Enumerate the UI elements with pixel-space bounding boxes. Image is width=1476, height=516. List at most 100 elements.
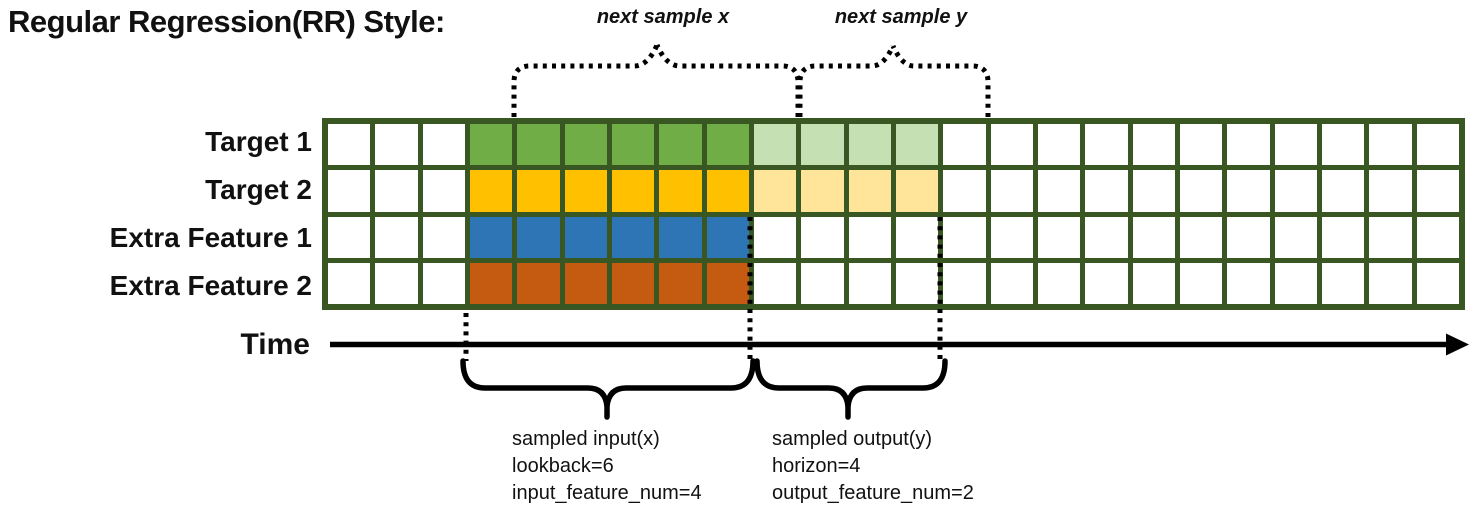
- grid-cell: [375, 124, 418, 166]
- grid-cell: [1037, 216, 1081, 258]
- time-axis-label: Time: [240, 328, 310, 361]
- grid-cell: [753, 170, 797, 212]
- next-sample-y-label: next sample y: [834, 6, 968, 28]
- grid-cell: [1179, 216, 1223, 258]
- grid-cell: [1369, 170, 1412, 212]
- input-annotation: sampled input(x) lookback=6 input_featur…: [512, 426, 702, 507]
- grid-cell: [422, 216, 465, 258]
- grid-cell: [328, 216, 371, 258]
- grid-cell: [659, 124, 702, 166]
- grid-cell: [1179, 170, 1223, 212]
- next-x-brace: [654, 43, 801, 117]
- input-annotation-line: lookback=6: [512, 455, 614, 477]
- grid-cell: [469, 124, 513, 166]
- grid-cell: [375, 262, 418, 304]
- grid-cell: [1321, 262, 1365, 304]
- grid-cell: [1274, 124, 1317, 166]
- grid-cell: [1227, 124, 1270, 166]
- grid-cell: [517, 170, 560, 212]
- grid-cell: [801, 216, 844, 258]
- grid-cell: [848, 170, 891, 212]
- grid-cell: [753, 216, 797, 258]
- grid-cell: [1321, 124, 1365, 166]
- input-annotation-line: sampled input(x): [512, 428, 660, 450]
- grid-cell: [422, 262, 465, 304]
- grid-cell: [706, 124, 749, 166]
- grid-cell: [753, 262, 797, 304]
- output-brace: [845, 358, 948, 409]
- grid-cell: [1416, 124, 1459, 166]
- grid-cell: [801, 124, 844, 166]
- grid-cell: [469, 170, 513, 212]
- grid-cell: [943, 216, 986, 258]
- grid-cell: [1416, 216, 1459, 258]
- grid-cell: [1274, 216, 1317, 258]
- grid-cell: [706, 170, 749, 212]
- input-brace: [604, 358, 756, 409]
- row-label-target-1: Target 1: [205, 126, 312, 157]
- grid-cell: [1369, 124, 1412, 166]
- output-brace: [754, 358, 851, 420]
- output-annotation-line: output_feature_num=2: [772, 482, 974, 504]
- grid-cell: [1369, 262, 1412, 304]
- grid-cell: [801, 170, 844, 212]
- next-sample-x-label: next sample x: [596, 6, 730, 28]
- output-annotation-line: sampled output(y): [772, 428, 933, 450]
- grid-cell: [1085, 170, 1128, 212]
- grid-cell: [990, 216, 1033, 258]
- grid-cell: [1132, 216, 1175, 258]
- grid-cell: [1227, 262, 1270, 304]
- grid-cell: [517, 124, 560, 166]
- output-annotation-line: horizon=4: [772, 455, 861, 477]
- grid-cell: [990, 124, 1033, 166]
- grid-cell: [1132, 124, 1175, 166]
- grid-cell: [564, 216, 607, 258]
- grid-cell: [328, 170, 371, 212]
- grid-cell: [1085, 262, 1128, 304]
- page-title: Regular Regression(RR) Style:: [8, 4, 445, 39]
- grid-cell: [1416, 170, 1459, 212]
- grid-cell: [895, 216, 939, 258]
- grid-cell: [375, 170, 418, 212]
- grid-cell: [611, 216, 655, 258]
- grid-cell: [848, 262, 891, 304]
- grid-cell: [1132, 262, 1175, 304]
- grid-cell: [1416, 262, 1459, 304]
- grid-cell: [1179, 262, 1223, 304]
- grid-cell: [895, 170, 939, 212]
- grid-cell: [611, 170, 655, 212]
- grid: [322, 118, 1465, 310]
- grid-cell: [848, 216, 891, 258]
- grid-cell: [564, 262, 607, 304]
- row-label-target-2: Target 2: [205, 174, 312, 205]
- grid-cell: [659, 216, 702, 258]
- grid-cell: [659, 170, 702, 212]
- row-label-extra-feature-2: Extra Feature 2: [109, 270, 312, 301]
- grid-cell: [1085, 216, 1128, 258]
- grid-cell: [1274, 170, 1317, 212]
- grid-cell: [1369, 216, 1412, 258]
- grid-cell: [990, 262, 1033, 304]
- grid-cell: [753, 124, 797, 166]
- grid-cell: [706, 262, 749, 304]
- grid-cell: [706, 216, 749, 258]
- grid-cell: [517, 262, 560, 304]
- grid-cell: [801, 262, 844, 304]
- grid-cell: [422, 124, 465, 166]
- input-brace: [460, 358, 610, 420]
- grid-cell: [1037, 170, 1081, 212]
- next-y-brace: [797, 44, 896, 117]
- grid-cell: [895, 124, 939, 166]
- output-annotation: sampled output(y) horizon=4 output_featu…: [772, 426, 974, 507]
- grid-cell: [469, 216, 513, 258]
- grid-cell: [1037, 124, 1081, 166]
- input-annotation-line: input_feature_num=4: [512, 482, 702, 504]
- grid-cell: [328, 262, 371, 304]
- grid-cell: [943, 170, 986, 212]
- grid-cell: [943, 262, 986, 304]
- grid-cell: [659, 262, 702, 304]
- grid-cell: [564, 170, 607, 212]
- grid-cell: [517, 216, 560, 258]
- grid-cell: [1274, 262, 1317, 304]
